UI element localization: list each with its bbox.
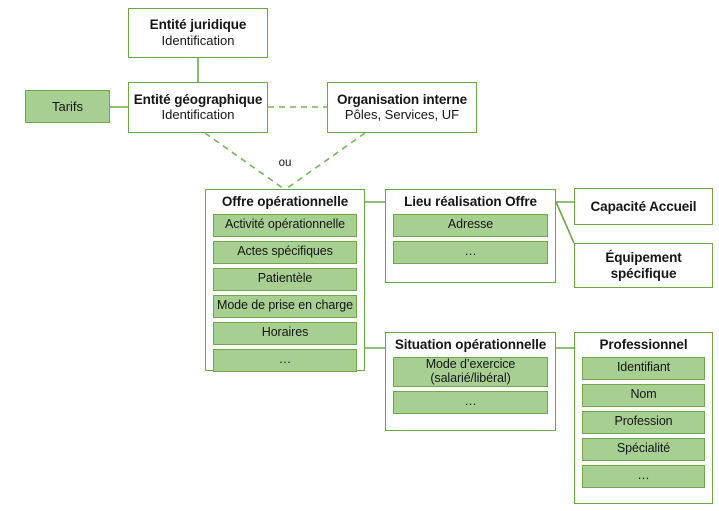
list-item[interactable]: Horaires <box>213 321 357 345</box>
node-equipement-specifique-title2: spécifique <box>610 265 677 281</box>
list-item[interactable]: Spécialité <box>582 437 705 461</box>
list-item[interactable]: Patientèle <box>213 267 357 291</box>
node-entite-geographique-title: Entité géographique <box>133 91 263 107</box>
list-item[interactable]: Adresse <box>393 213 548 237</box>
list-item[interactable]: … <box>393 390 548 414</box>
node-entite-geographique-sub: Identification <box>161 107 235 123</box>
group-offre-operationnelle-rows: Activité opérationnelle Actes spécifique… <box>206 213 364 378</box>
list-item[interactable]: Activité opérationnelle <box>213 213 357 237</box>
node-equipement-specifique-title: Équipement <box>605 249 682 265</box>
list-item[interactable]: Profession <box>582 410 705 434</box>
list-item[interactable]: Mode de prise en charge <box>213 294 357 318</box>
node-entite-geographique[interactable]: Entité géographique Identification <box>128 82 268 133</box>
group-professionnel[interactable]: Professionnel Identifiant Nom Profession… <box>574 332 713 504</box>
group-professionnel-rows: Identifiant Nom Profession Spécialité … <box>575 356 712 494</box>
group-offre-operationnelle[interactable]: Offre opérationnelle Activité opérationn… <box>205 189 365 372</box>
node-tarifs[interactable]: Tarifs <box>25 90 110 123</box>
node-entite-juridique-sub: Identification <box>161 32 235 48</box>
node-tarifs-label: Tarifs <box>51 98 84 114</box>
connector-lieu-equipement <box>555 201 575 244</box>
group-professionnel-title: Professionnel <box>599 337 688 352</box>
group-situation-operationnelle[interactable]: Situation opérationnelle Mode d’exercice… <box>385 332 556 431</box>
group-lieu-realisation-offre-rows: Adresse … <box>386 213 555 270</box>
list-item[interactable]: … <box>393 240 548 264</box>
node-entite-juridique[interactable]: Entité juridique Identification <box>128 8 268 58</box>
list-item[interactable]: Actes spécifiques <box>213 240 357 264</box>
label-ou: ou <box>278 157 292 169</box>
group-situation-operationnelle-title: Situation opérationnelle <box>394 337 547 352</box>
node-equipement-specifique[interactable]: Équipement spécifique <box>574 243 713 288</box>
group-offre-operationnelle-title: Offre opérationnelle <box>221 194 349 209</box>
node-entite-juridique-title: Entité juridique <box>149 17 247 33</box>
node-organisation-interne-sub: Pôles, Services, UF <box>344 107 460 123</box>
node-organisation-interne-title: Organisation interne <box>336 91 468 107</box>
list-item[interactable]: … <box>582 464 705 488</box>
node-organisation-interne[interactable]: Organisation interne Pôles, Services, UF <box>327 82 477 133</box>
list-item[interactable]: … <box>213 348 357 372</box>
group-situation-operationnelle-rows: Mode d’exercice (salarié/libéral) … <box>386 356 555 420</box>
list-item[interactable]: Mode d’exercice (salarié/libéral) <box>393 356 548 387</box>
list-item[interactable]: Identifiant <box>582 356 705 380</box>
group-lieu-realisation-offre[interactable]: Lieu réalisation Offre Adresse … <box>385 189 556 283</box>
node-capacite-accueil[interactable]: Capacité Accueil <box>574 188 713 225</box>
node-capacite-accueil-title: Capacité Accueil <box>590 198 697 214</box>
group-lieu-realisation-offre-title: Lieu réalisation Offre <box>404 194 537 209</box>
list-item[interactable]: Nom <box>582 383 705 407</box>
